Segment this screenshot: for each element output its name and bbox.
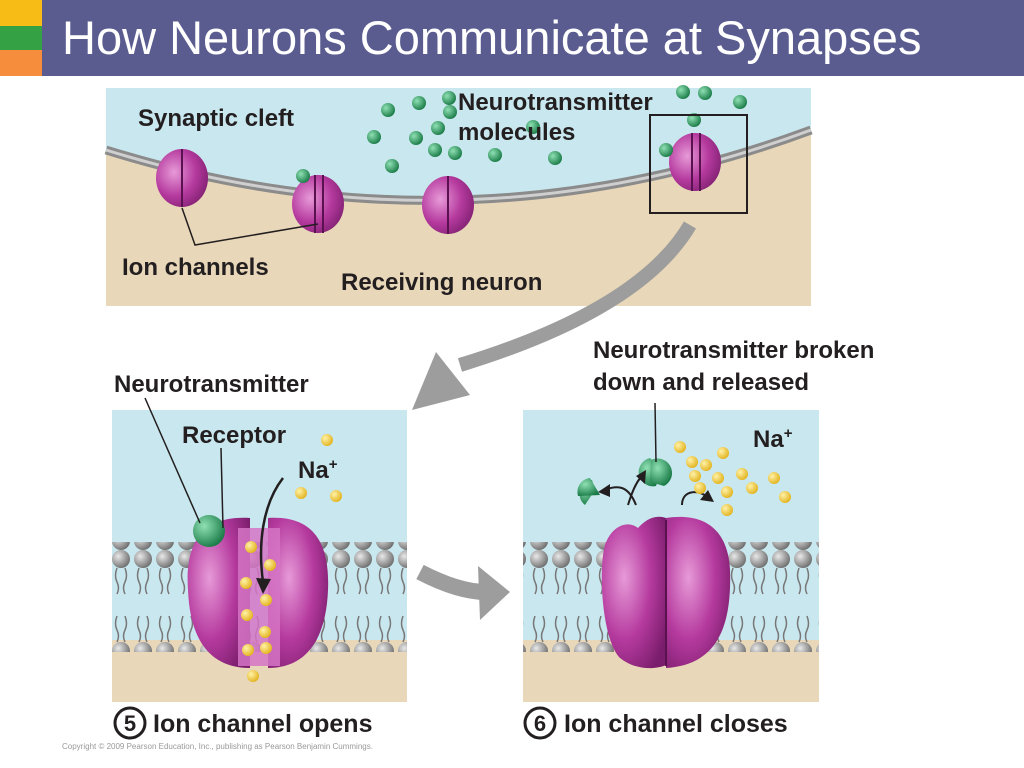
step-6-caption: Ion channel closes	[564, 710, 788, 738]
broken-down-label: Neurotransmitter broken	[593, 337, 874, 364]
zoom-arrow-head	[412, 352, 470, 410]
broken-down-label-line2: down and released	[593, 369, 809, 396]
neurotransmitter-pointer	[144, 397, 201, 524]
synaptic-cleft-fluid	[106, 88, 811, 201]
ion-channels-pointer	[181, 207, 319, 246]
neurotransmitter-molecules	[296, 85, 747, 183]
title-bar	[42, 0, 1024, 76]
top-panel: Synaptic cleft Neurotransmitter molecule…	[104, 85, 813, 306]
ion-channels-label: Ion channels	[122, 254, 269, 281]
step-6-badge	[523, 706, 557, 740]
receptor-pointer	[220, 447, 224, 529]
broken-pointer	[654, 402, 657, 463]
accent-green	[0, 26, 42, 50]
ion-channel	[422, 176, 474, 234]
copyright-notice: Copyright © 2009 Pearson Education, Inc.…	[62, 742, 373, 751]
sodium-label: Na+	[753, 425, 793, 453]
receptor-label: Receptor	[182, 422, 286, 449]
zoom-arrow	[457, 221, 697, 372]
step-5-caption: Ion channel opens	[153, 710, 372, 738]
neurotransmitter-molecules-label-line2: molecules	[458, 119, 575, 146]
open-ion-channel	[187, 517, 329, 668]
neurotransmitter-molecules-label: Neurotransmitter	[458, 89, 653, 116]
accent-orange	[0, 50, 42, 76]
zoom-box	[649, 114, 748, 214]
transition-arrow-head	[478, 566, 510, 620]
slide-title: How Neurons Communicate at Synapses	[62, 11, 922, 64]
sodium-flow-arrow	[259, 477, 284, 583]
ion-channel	[156, 149, 208, 207]
step-6-number: 6	[534, 711, 546, 736]
receiving-neuron-label: Receiving neuron	[341, 269, 542, 296]
step-5-badge	[113, 706, 147, 740]
right-panel: Neurotransmitter broken down and release…	[523, 337, 874, 740]
sodium-ions	[674, 441, 791, 516]
left-panel: Neurotransmitter Receptor Na+ 5 Ion chan…	[112, 371, 407, 740]
ion-channel	[669, 133, 721, 191]
bound-neurotransmitter	[193, 515, 225, 547]
transition-arrow	[416, 564, 487, 600]
closed-ion-channel	[601, 516, 731, 669]
sodium-ions	[240, 434, 342, 682]
sodium-label: Na+	[298, 456, 338, 484]
synaptic-cleft-label: Synaptic cleft	[138, 105, 294, 132]
ion-channel	[292, 175, 344, 233]
step-5-number: 5	[124, 711, 136, 736]
neurotransmitter-label: Neurotransmitter	[114, 371, 309, 398]
accent-yellow	[0, 0, 42, 26]
